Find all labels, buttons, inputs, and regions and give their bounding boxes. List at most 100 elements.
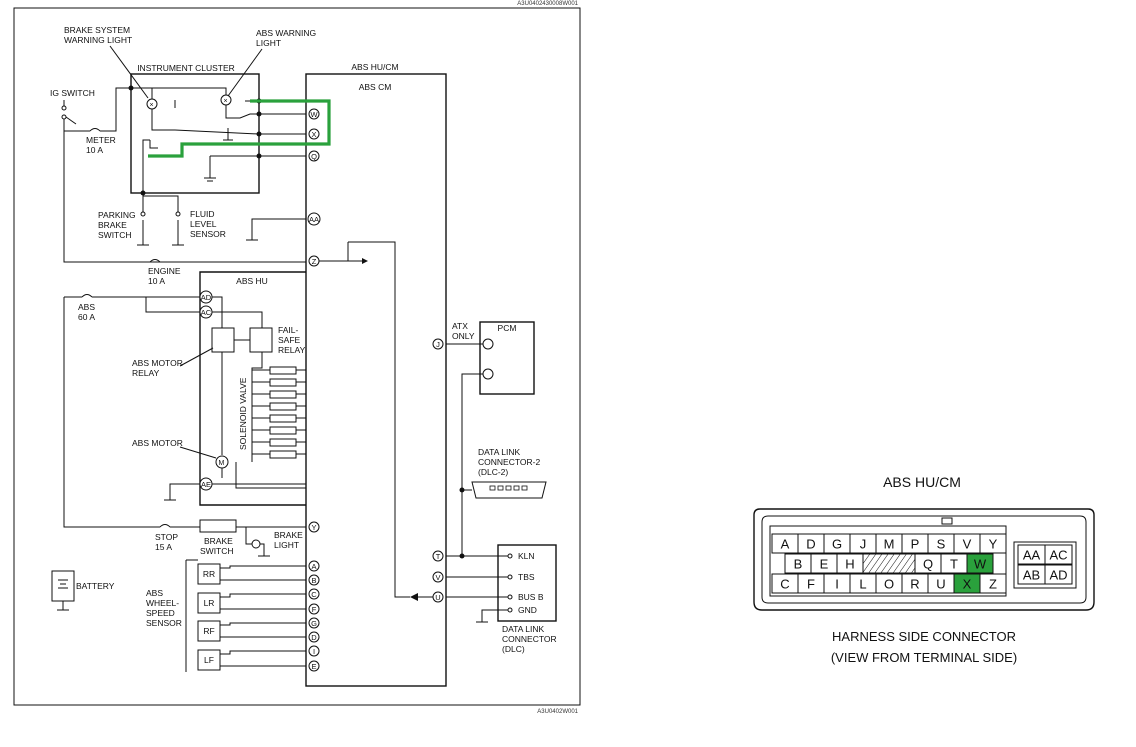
brake-switch-icon bbox=[199, 519, 237, 533]
terminal-y-cell bbox=[979, 533, 1007, 554]
abs-hu-cm-label: ABS HU/CM bbox=[351, 62, 398, 72]
wire-pcm-dlc bbox=[461, 373, 483, 556]
wire-ae-gnd bbox=[169, 483, 200, 500]
brake-light-label-2: LIGHT bbox=[274, 540, 299, 550]
dlc2-pin-4 bbox=[513, 485, 520, 491]
solenoid-valve-group bbox=[252, 366, 306, 459]
pcm-box bbox=[479, 321, 535, 395]
dlc-pin-tbs: TBS bbox=[518, 572, 535, 582]
figure-code-bottom: A3U0402W001 bbox=[537, 709, 578, 715]
terminal-ac-label: AC bbox=[1049, 548, 1067, 563]
fail-safe-label-1: FAIL- bbox=[278, 325, 298, 335]
meter-fuse-label-1: METER bbox=[86, 135, 116, 145]
svg-text:G: G bbox=[311, 619, 317, 628]
svg-text:C: C bbox=[311, 590, 317, 599]
wire-abs-ac bbox=[145, 297, 200, 313]
wire-meter-cluster bbox=[100, 87, 131, 132]
terminal-o-label: O bbox=[884, 577, 894, 592]
svg-text:D: D bbox=[311, 633, 317, 642]
brake-switch-label-2: SWITCH bbox=[200, 546, 234, 556]
node-kln bbox=[459, 553, 465, 559]
blank-cavity bbox=[862, 553, 916, 574]
terminal-u-label: U bbox=[936, 577, 945, 592]
node-dlc2 bbox=[459, 487, 465, 493]
terminal-z-label: Z bbox=[989, 577, 997, 592]
fluid-label-3: SENSOR bbox=[190, 229, 226, 239]
svg-text:U: U bbox=[435, 593, 440, 602]
connector-inner-shell bbox=[761, 515, 1087, 604]
sensor-lf-box bbox=[197, 649, 221, 671]
sensor-rf-label: RF bbox=[203, 626, 214, 636]
terminal-p-label: P bbox=[911, 537, 920, 552]
dlc-label-2: CONNECTOR bbox=[502, 634, 557, 644]
brake-warning-label-2: WARNING LIGHT bbox=[64, 35, 132, 45]
brake-switch-label-1: BRAKE bbox=[204, 536, 233, 546]
terminal-w-label: W bbox=[974, 557, 987, 572]
engine-fuse-label-1: ENGINE bbox=[148, 266, 181, 276]
terminal-v-label: V bbox=[963, 537, 972, 552]
terminal-x-label: X bbox=[963, 577, 972, 592]
svg-text:E: E bbox=[311, 662, 316, 671]
abs-warning-label-1: ABS WARNING bbox=[256, 28, 316, 38]
dlc-pin-busb: BUS B bbox=[518, 592, 544, 602]
wheel-speed-label-2: WHEEL- bbox=[146, 598, 179, 608]
pin-f: F bbox=[308, 603, 320, 615]
svg-text:X: X bbox=[311, 130, 316, 139]
motor-relay-label-2: RELAY bbox=[132, 368, 160, 378]
pin-u: U bbox=[432, 591, 444, 603]
fluid-label-1: FLUID bbox=[190, 209, 215, 219]
wire-battery-stop bbox=[63, 297, 160, 528]
parking-label-3: SWITCH bbox=[98, 230, 132, 240]
sensor-lr-box bbox=[197, 592, 221, 614]
ig-switch-contact-1 bbox=[61, 105, 67, 111]
terminal-i-label: I bbox=[835, 577, 839, 592]
solenoid-valve-label: SOLENOID VALVE bbox=[238, 377, 248, 450]
wheel-speed-label-4: SENSOR bbox=[146, 618, 182, 628]
connector-side-block bbox=[1013, 541, 1077, 589]
abs-fuse-label-2: 60 A bbox=[78, 312, 95, 322]
terminal-m-label: M bbox=[884, 537, 895, 552]
node-c4 bbox=[256, 153, 262, 159]
abs-cm-label: ABS CM bbox=[359, 82, 392, 92]
connector-caption-1: HARNESS SIDE CONNECTOR bbox=[832, 629, 1016, 644]
pin-a: A bbox=[308, 560, 320, 572]
fail-safe-relay-icon bbox=[249, 327, 273, 353]
abs-motor-leader bbox=[179, 446, 217, 459]
node-c3 bbox=[256, 131, 262, 137]
svg-text:AA: AA bbox=[309, 215, 319, 224]
battery-label: BATTERY bbox=[76, 581, 115, 591]
meter-fuse-label-2: 10 A bbox=[86, 145, 103, 155]
svg-text:AC: AC bbox=[201, 308, 212, 317]
dlc2-pin-2 bbox=[497, 485, 504, 491]
svg-text:Z: Z bbox=[312, 257, 317, 266]
wire-fluid bbox=[143, 195, 179, 212]
svg-text:F: F bbox=[312, 605, 317, 614]
terminal-l-label: L bbox=[859, 577, 866, 592]
svg-text:AE: AE bbox=[201, 480, 211, 489]
diagram-frame bbox=[13, 7, 581, 706]
wire-ig-engine bbox=[63, 119, 306, 263]
battery-icon bbox=[51, 570, 75, 602]
dlc2-label-1: DATA LINK bbox=[478, 447, 521, 457]
terminal-ad-cell bbox=[1044, 564, 1073, 585]
abs-hu-cm-box bbox=[305, 73, 447, 687]
dlc-label-1: DATA LINK bbox=[502, 624, 545, 634]
dlc-pin-gnd: GND bbox=[518, 605, 537, 615]
brake-warning-label-1: BRAKE SYSTEM bbox=[64, 25, 130, 35]
wire-c4 bbox=[225, 105, 306, 119]
ig-switch-lever bbox=[65, 116, 77, 125]
dlc-pin-kln-icon bbox=[507, 553, 513, 559]
dlc-pin-busb-icon bbox=[507, 594, 513, 600]
svg-text:T: T bbox=[436, 552, 441, 561]
pin-b: B bbox=[308, 574, 320, 586]
terminal-s-label: S bbox=[937, 537, 946, 552]
terminal-j-label: J bbox=[860, 537, 867, 552]
terminal-d-label: D bbox=[806, 537, 815, 552]
wire-relay1 bbox=[212, 296, 223, 328]
abs-fuse-label-1: ABS bbox=[78, 302, 95, 312]
pin-i: I bbox=[308, 645, 320, 657]
stop-fuse-label-1: STOP bbox=[155, 532, 178, 542]
dlc-box bbox=[497, 544, 557, 622]
